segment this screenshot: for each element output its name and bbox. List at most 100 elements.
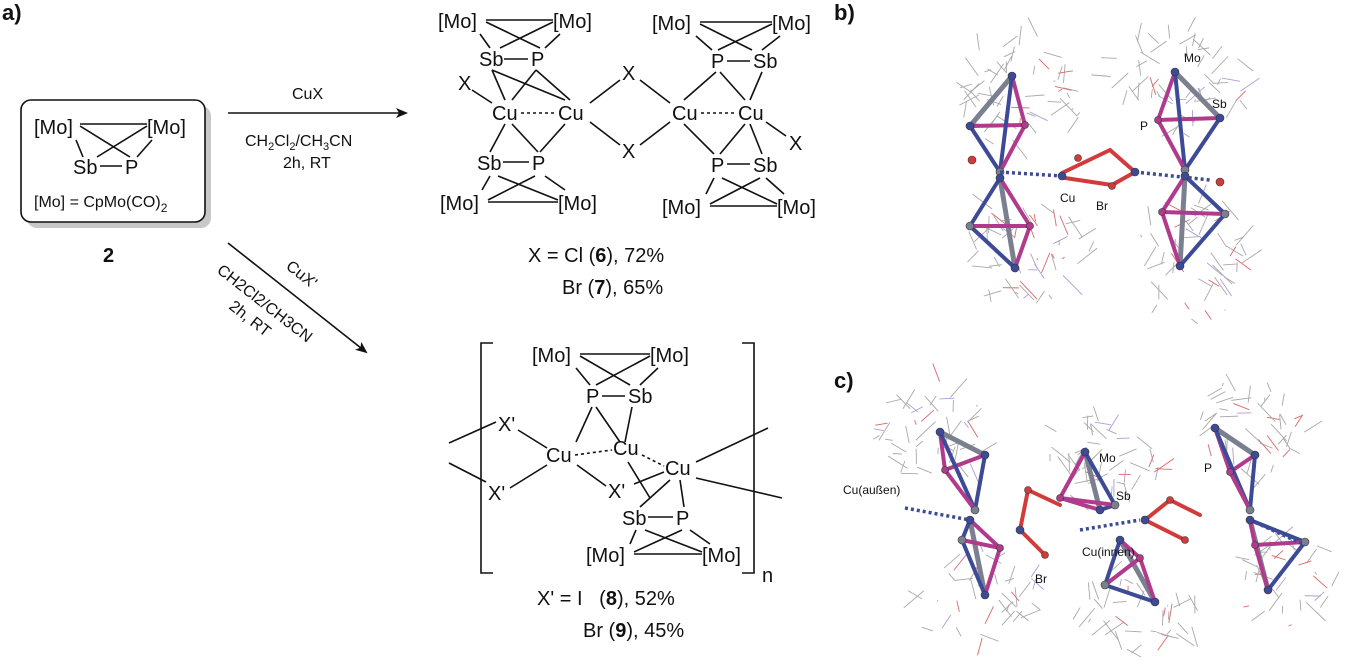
wire-bond: [1247, 385, 1251, 403]
wire-bond: [1043, 51, 1062, 58]
wire-bond: [1109, 459, 1124, 471]
wire-bond: [1151, 78, 1159, 87]
wire-bond: [1237, 58, 1254, 72]
stick-bond: [973, 453, 987, 512]
wire-bond: [1151, 304, 1158, 314]
wire-bond: [972, 193, 993, 210]
wire-bond: [1191, 626, 1199, 648]
wire-bond: [1266, 382, 1272, 393]
wire-bond: [1184, 220, 1194, 232]
svg-text:P: P: [586, 386, 599, 408]
wire-bond: [972, 265, 993, 269]
wire-bond: [985, 554, 1002, 564]
stick-bond: [1013, 224, 1032, 270]
mo-atom: [935, 427, 945, 437]
wire-bond: [1207, 387, 1223, 397]
stick-bond: [1118, 538, 1142, 560]
stick-bond: [1108, 148, 1137, 174]
wire-bond: [1175, 633, 1195, 647]
cu-atom: [1140, 515, 1150, 525]
wire-bond: [1241, 249, 1262, 264]
wire-bond: [1027, 17, 1038, 37]
wire-bond: [1014, 227, 1017, 239]
wire-bond: [1091, 581, 1100, 600]
wire-bond: [1040, 203, 1055, 215]
panel-label-a: a): [2, 0, 22, 25]
wire-bond: [1239, 99, 1248, 110]
wire-bond: [1059, 215, 1069, 235]
stick-bond: [967, 517, 988, 598]
wire-bond: [964, 90, 977, 108]
wire-bond: [887, 455, 908, 469]
wire-bond: [1212, 45, 1223, 59]
wire-bond: [1012, 611, 1023, 622]
stick-bond: [1183, 174, 1227, 216]
svg-text:X: X: [789, 133, 802, 155]
wire-bond: [1199, 411, 1204, 421]
wire-bond: [1044, 424, 1057, 433]
wire-bond: [924, 395, 939, 412]
wire-bond: [1184, 302, 1190, 310]
stick-bond: [1083, 450, 1117, 507]
wire-bond: [1266, 416, 1280, 420]
wire-bond: [896, 394, 911, 410]
wire-bond: [955, 81, 972, 93]
wire-bond: [1288, 624, 1292, 627]
wire-bond: [1187, 16, 1196, 32]
wire-bond: [963, 421, 969, 428]
svg-text:[Mo]: [Mo]: [650, 345, 689, 367]
svg-text:P: P: [711, 51, 724, 73]
wire-bond: [1054, 85, 1072, 91]
label-c-p: P: [1204, 461, 1212, 475]
wire-bond: [1183, 132, 1190, 138]
stick-bond: [1172, 69, 1223, 121]
svg-text:X: X: [622, 63, 635, 85]
product-polymer-structure: n [Mo] [Mo] P Sb Cu Cu Cu X' X' X' S: [448, 342, 783, 587]
sb-atom: [965, 221, 975, 231]
stick-bond: [1103, 538, 1122, 587]
wire-bond: [1166, 605, 1169, 607]
wire-bond: [1082, 415, 1094, 419]
wire-bond: [1128, 86, 1140, 101]
wire-bond: [1026, 112, 1036, 117]
wire-bond: [1066, 92, 1070, 99]
svg-text:[Mo]: [Mo]: [772, 13, 811, 35]
wire-bond: [1219, 278, 1233, 297]
wire-bond: [1223, 263, 1238, 266]
wire-bond: [965, 57, 979, 77]
wire-bond: [1268, 592, 1283, 612]
yield-9: Br (9), 45%: [583, 620, 684, 642]
wire-bond: [1217, 232, 1227, 248]
stick-bond: [1058, 496, 1117, 507]
wire-bond: [1208, 279, 1220, 287]
svg-text:X: X: [458, 73, 471, 95]
wire-bond: [915, 440, 924, 448]
wire-bond: [1072, 607, 1081, 620]
wire-bond: [980, 633, 999, 642]
wire-bond: [1051, 253, 1055, 259]
wire-bond: [1065, 219, 1081, 225]
wire-bond: [1093, 598, 1103, 609]
wire-bond: [1235, 225, 1254, 246]
sb-atom: [957, 535, 967, 545]
svg-text:[Mo]: [Mo]: [702, 545, 741, 567]
wire-bond: [1111, 72, 1129, 89]
wire-bond: [1298, 560, 1312, 566]
wire-bond: [1204, 73, 1215, 85]
wire-bond: [1016, 610, 1029, 621]
wire-bond: [1240, 243, 1247, 256]
wire-bond: [1244, 571, 1248, 580]
p-atom: [1154, 116, 1162, 124]
cu-atom: [1057, 171, 1067, 181]
wire-bond: [1136, 60, 1148, 68]
svg-text:[Mo]: [Mo]: [777, 197, 816, 219]
wire-bond: [1279, 413, 1287, 425]
wire-bond: [1281, 393, 1285, 406]
stick-bond: [1183, 116, 1222, 172]
stick-bond: [1228, 470, 1252, 512]
wire-bond: [1015, 291, 1019, 295]
wire-bond: [1057, 456, 1072, 476]
stick-bond: [1266, 540, 1307, 592]
wire-bond: [914, 419, 917, 425]
mo-atom: [1215, 113, 1225, 123]
